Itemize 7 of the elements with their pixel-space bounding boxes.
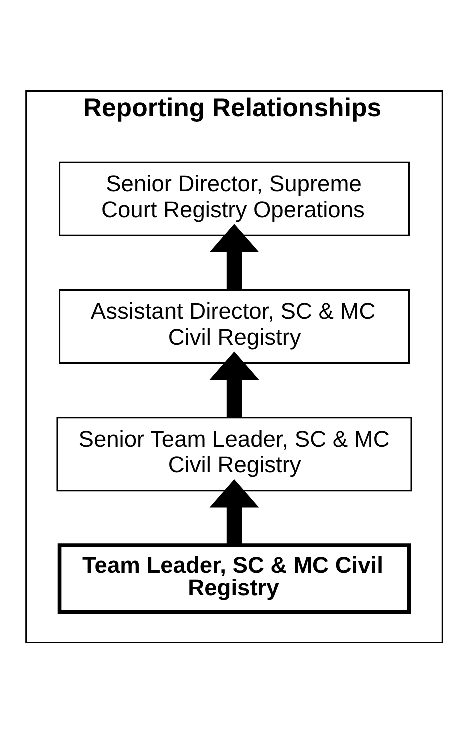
node-box: Senior Director, Supreme Court Registry Operations: [59, 162, 410, 236]
node-box: Assistant Director, SC & MC Civil Registry: [59, 290, 410, 364]
arrow: [210, 479, 260, 546]
arrow: [210, 224, 260, 290]
node-box: Senior Team Leader, SC & MC Civil Registry: [56, 417, 412, 492]
node-box: Team Leader, SC & MC Civil Registry: [58, 544, 412, 614]
arrow: [210, 352, 260, 418]
